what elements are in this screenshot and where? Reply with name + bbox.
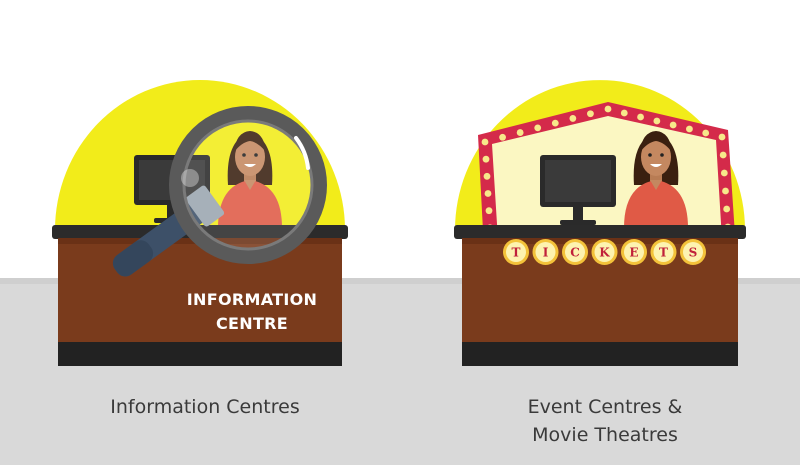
ticket-bulb [683,242,703,262]
ticket-letter: T [659,246,668,260]
ticket-letter: S [689,246,698,260]
ticket-bulb [653,242,674,262]
marquee-bulb [719,151,727,159]
ticket-bulb [624,242,644,262]
caption-event-centres: Event Centres & [527,396,683,418]
marquee-bulb [569,115,577,122]
marquee-bulb [637,113,644,121]
marquee-bulb [720,169,728,177]
ticket-letter: C [570,246,580,260]
ticket-letter: E [629,246,638,260]
ticket-letter: T [512,246,521,260]
magnifying-glass-icon [112,106,327,277]
info-desk [52,225,348,366]
marquee-bulb [516,129,524,136]
ticket-bulb [565,242,585,262]
floor-edge [0,278,800,284]
marquee-bulb [686,125,693,133]
caption-information-centres: Information Centres [110,396,300,418]
marquee-bulb [482,155,490,163]
marquee-bulb [485,207,493,215]
marquee-bulb [483,172,491,180]
desk-sign-line2: CENTRE [215,314,289,333]
caption-movie-theatres: Movie Theatres [532,424,678,446]
marquee-bulb [718,133,726,141]
ticket-bulb [506,242,526,262]
marquee-bulb [702,129,710,137]
marquee-bulb [669,121,677,129]
ticket-letter: K [599,246,610,260]
ticket-bulb [594,242,615,262]
marquee-bulb [481,138,489,146]
marquee-bulb [499,133,506,141]
desk-sign-line1: INFORMATION [186,290,318,309]
computer-monitor-icon-2 [540,155,616,225]
marquee-bulb [620,109,628,117]
marquee-bulb [722,187,729,195]
receptionist-figure-2 [624,131,688,228]
receptionist-figure [218,131,282,228]
marquee-bulb [484,190,492,197]
ticket-letter: I [543,246,549,260]
ticket-bulb [535,242,556,262]
marquee-bulb [653,117,661,125]
marquee-bulb [604,105,612,113]
marquee-bulb [551,119,559,127]
marquee-bulb [723,205,731,213]
info-centre-scene [52,80,348,366]
marquee-bulb [587,110,594,118]
marquee-bulb [534,124,542,132]
